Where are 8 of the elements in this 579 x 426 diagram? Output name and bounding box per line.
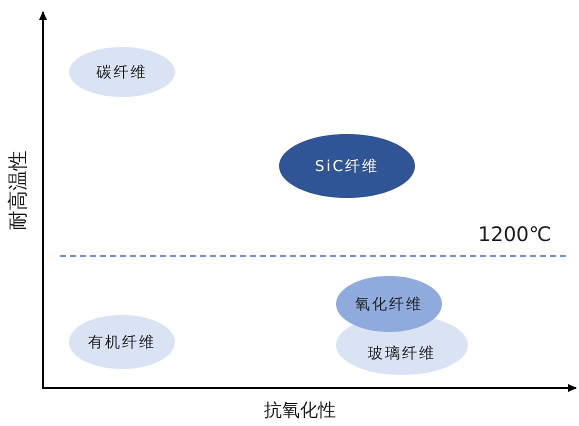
node-label: SiC纤维 bbox=[314, 156, 380, 176]
axis-title: 抗氧化性 bbox=[264, 399, 336, 422]
node-label: 氧化纤维 bbox=[355, 294, 423, 314]
axis-title: 耐高温性 bbox=[4, 150, 30, 230]
node-label: 玻璃纤维 bbox=[368, 344, 436, 363]
node-label: 有机纤维 bbox=[88, 332, 156, 352]
threshold-label: 1200℃ bbox=[478, 222, 552, 246]
node-label: 碳纤维 bbox=[96, 62, 148, 82]
